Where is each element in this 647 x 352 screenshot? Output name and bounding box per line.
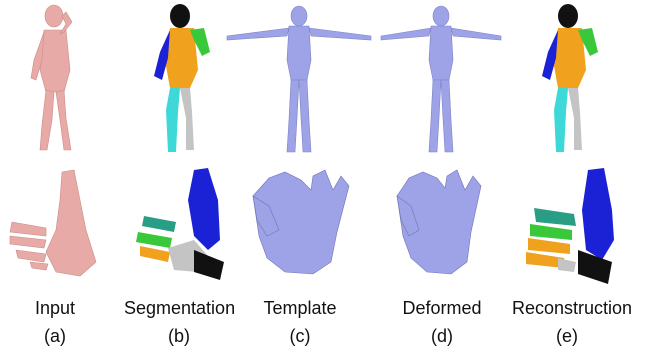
input-hand-mesh [0, 0, 110, 300]
segmentation-hand-mesh [124, 0, 234, 300]
panel-template: Template (c) [245, 0, 355, 352]
panel-reconstruction: Reconstruction (e) [512, 0, 622, 352]
template-hand-mesh [245, 0, 355, 300]
reconstruction-hand-mesh [512, 0, 622, 300]
panel-title: Segmentation [124, 298, 234, 319]
panel-deformed: Deformed (d) [387, 0, 497, 352]
deformed-hand-mesh [387, 0, 497, 300]
panel-title: Input [0, 298, 110, 319]
panel-segmentation: Segmentation (b) [124, 0, 234, 352]
panel-label: (c) [245, 326, 355, 347]
panel-label: (d) [387, 326, 497, 347]
panel-input: Input (a) [0, 0, 110, 352]
panel-title: Reconstruction [512, 298, 622, 319]
panel-label: (e) [512, 326, 622, 347]
panel-title: Deformed [387, 298, 497, 319]
panel-label: (a) [0, 326, 110, 347]
panel-label: (b) [124, 326, 234, 347]
panel-title: Template [245, 298, 355, 319]
